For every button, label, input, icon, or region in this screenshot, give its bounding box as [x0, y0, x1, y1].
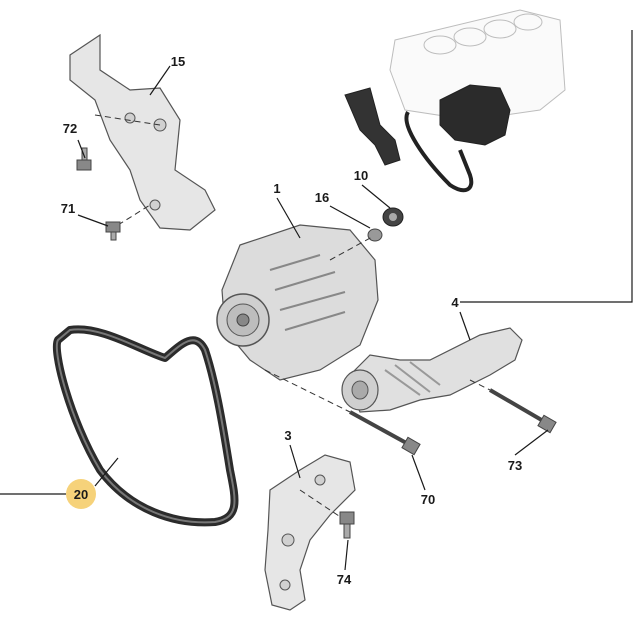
part-73-bolt: [488, 388, 557, 434]
dash-73: [469, 379, 491, 391]
part-15-bracket: [69, 33, 216, 231]
part-71-bolt: [105, 221, 121, 241]
engine-block-ghost: [389, 9, 566, 121]
part-70-bolt: [349, 410, 421, 456]
highlight-circle-20: [66, 479, 96, 509]
dash-70: [264, 369, 351, 413]
part-72-bolt: [76, 147, 92, 171]
callout-20: 20: [74, 487, 88, 502]
part-4-tensioner: [341, 327, 523, 413]
callout-4: 4: [451, 295, 459, 310]
part-74-bolt: [339, 511, 355, 539]
dash-71: [117, 204, 151, 226]
part-10-pulley: [382, 207, 404, 227]
dash-16: [329, 236, 373, 261]
dash-74: [299, 489, 346, 521]
callout-16: 16: [315, 190, 329, 205]
callout-1: 1: [273, 181, 280, 196]
leader-lines: [0, 30, 633, 571]
part-3-bracket: [264, 454, 356, 611]
part-20-belt: [52, 325, 239, 527]
callout-73: 73: [508, 458, 522, 473]
callout-70: 70: [421, 492, 435, 507]
dash-72: [94, 114, 161, 126]
callout-74: 74: [337, 572, 352, 587]
installed-assembly: [344, 84, 511, 193]
part-1-alternator: [216, 224, 379, 381]
callout-15: 15: [171, 54, 185, 69]
callout-10: 10: [354, 168, 368, 183]
callout-72: 72: [63, 121, 77, 136]
callout-71: 71: [61, 201, 75, 216]
part-16-nut: [367, 228, 383, 242]
callout-3: 3: [284, 428, 291, 443]
